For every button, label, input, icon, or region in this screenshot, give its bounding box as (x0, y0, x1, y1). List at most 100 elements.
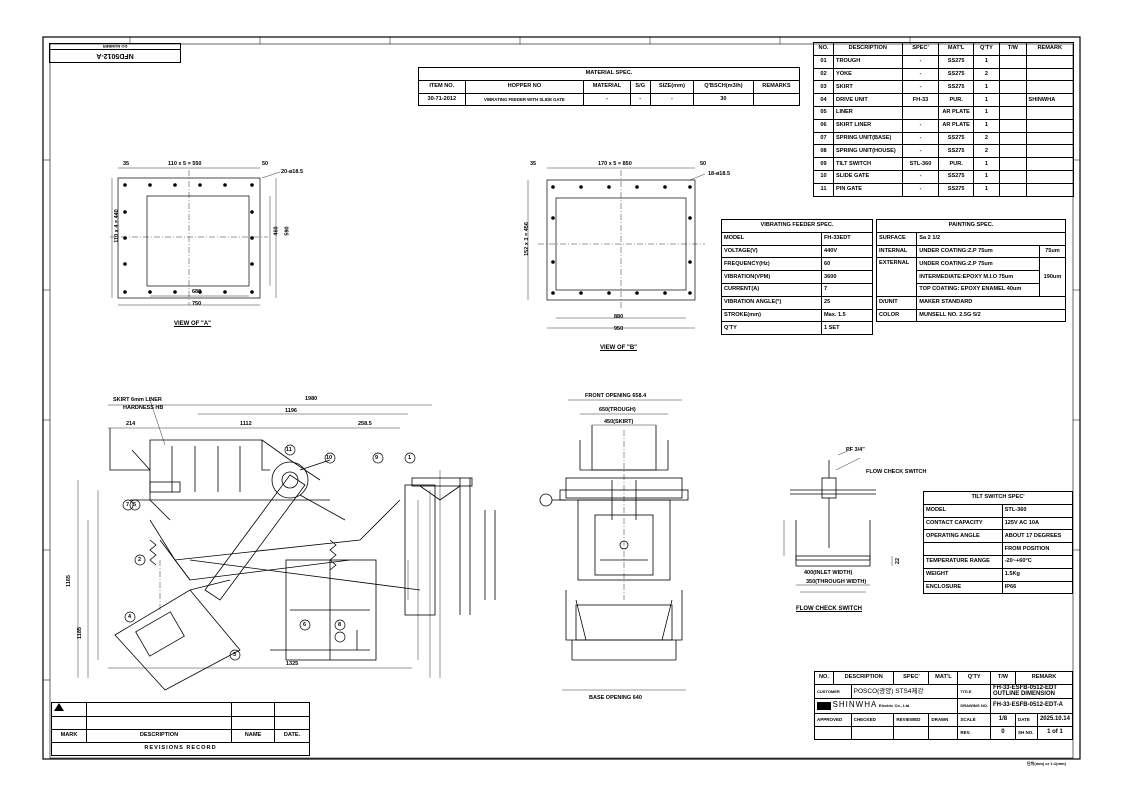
reviewed-label: REVIEWED (893, 712, 930, 727)
customer-value: POSCO(광양) STS4제강 (850, 683, 959, 699)
view-a-dim: 460 (273, 226, 280, 236)
title-block-header: SPEC' (893, 671, 930, 685)
tilt-spec-cell: -20~+60°C (1001, 554, 1074, 569)
tilt-spec-row: FROM POSITION (923, 542, 1074, 556)
balloon-number: 10 (326, 455, 333, 461)
balloon-number: 3 (233, 652, 237, 658)
parts-cell: SKIRT (833, 80, 903, 95)
rev-label: REV. (957, 725, 991, 740)
revision-header: DESCRIPTION (86, 729, 232, 743)
parts-cell (1025, 157, 1075, 171)
parts-list-table: NO. DESCRIPTION SPEC' MAT'L Q'TY T/W REM… (812, 42, 1075, 197)
parts-cell (999, 169, 1027, 184)
parts-cell: SS275 (938, 144, 974, 159)
parts-cell: DRIVE UNIT (833, 93, 903, 107)
painting-value: MAKER STANDARD (916, 295, 1066, 310)
revision-header: DATE. (274, 729, 310, 743)
parts-cell: 1 (972, 105, 1001, 120)
parts-cell: SS275 (938, 131, 974, 146)
view-b-drawing (527, 167, 705, 329)
tilt-spec-cell: FROM POSITION (1001, 542, 1074, 556)
parts-cell: 2 (972, 144, 1001, 159)
company-name: SHINWHA (832, 700, 878, 710)
feeder-spec-cell: VOLTAGE(V) (721, 244, 822, 259)
painting-label: D/UNIT (875, 295, 918, 310)
material-cell (752, 92, 801, 107)
parts-cell (1025, 105, 1075, 120)
tilt-spec-cell: WEIGHT (923, 567, 1003, 582)
parts-cell (1025, 182, 1075, 197)
flow-dim-label: 400(INLET WIDTH) (804, 570, 853, 576)
title-block-header: REMARK (1014, 671, 1074, 685)
scale-value: 1/8 (989, 712, 1016, 727)
parts-cell: 1 (972, 182, 1001, 197)
tilt-spec-cell: ABOUT 17 DEGREES (1001, 529, 1074, 544)
parts-cell: 1 (972, 54, 1001, 69)
side-view-dim: 1980 (305, 396, 318, 402)
parts-cell: SKIRT LINER (833, 118, 903, 133)
feeder-spec-title: VIBRATING FEEDER SPEC. (721, 219, 873, 233)
outer-frame (42, 36, 1081, 760)
tilt-spec-cell: MODEL (923, 503, 1003, 518)
material-header: MATERIAL (583, 79, 631, 94)
date-value: 2025.10.14 (1036, 712, 1074, 727)
painting-total: 75um (1038, 244, 1067, 259)
parts-cell: 1 (972, 157, 1001, 171)
parts-cell: 1 (972, 118, 1001, 133)
parts-cell (999, 80, 1027, 95)
side-view-dim: 1185 (76, 627, 83, 639)
company-logo-icon (817, 701, 831, 710)
parts-cell: PIN GATE (833, 182, 903, 197)
parts-cell: - (901, 67, 940, 82)
title-line-2: OUTLINE DIMENSION (992, 691, 1055, 698)
flow-switch-leader-label: FLOW CHECK SWITCH (866, 469, 927, 475)
parts-cell (999, 105, 1027, 120)
sheet-value: 1 of 1 (1036, 725, 1074, 740)
parts-cell: - (901, 131, 940, 146)
parts-cell: 06 (812, 118, 835, 133)
material-header: REMARKS (752, 79, 801, 94)
sheet-of: of (1052, 729, 1058, 736)
balloon-number: 1 (408, 455, 412, 461)
feeder-spec-row: CURRENT(A)7 (721, 282, 873, 297)
painting-spec-title: PAINTING SPEC. (876, 219, 1066, 233)
parts-cell: 02 (812, 67, 835, 82)
material-header: S/G (629, 79, 651, 94)
material-cell: 30 (692, 92, 754, 107)
front-view-dim: BASE OPENING 640 (589, 695, 642, 701)
parts-cell: LINER (833, 105, 903, 120)
tilt-spec-cell: IP66 (1001, 580, 1074, 595)
painting-value: TOP COATING: EPOXY ENAMEL 40um (916, 282, 1040, 297)
feeder-spec-cell: 7 (821, 282, 873, 297)
feeder-spec-cell: 60 (821, 257, 873, 272)
scale-label: SCALE (957, 712, 991, 727)
feeder-spec-row: VIBRATION(VPM)3600 (721, 270, 873, 284)
material-header: ITEM NO. (418, 79, 466, 94)
parts-cell: 2 (972, 131, 1001, 146)
parts-cell (999, 131, 1027, 146)
side-view-note: SKIRT 6mm LINER (113, 397, 162, 403)
parts-cell: - (901, 54, 940, 69)
view-b-dim: 152 x 3 = 456 (523, 222, 530, 256)
title-block-header: NO. (814, 671, 834, 685)
parts-cell: SLIDE GATE (833, 169, 903, 184)
view-b-dim: 35 (530, 161, 537, 167)
view-b-title: VIEW OF "B" (600, 345, 638, 351)
parts-header: Q'TY (972, 42, 1001, 56)
balloon-number: 5 (133, 502, 137, 508)
drawn-label: DRAWN (928, 712, 959, 727)
front-view-drawing (539, 399, 689, 691)
parts-cell (1025, 144, 1075, 159)
feeder-spec-cell: MODEL (721, 231, 822, 246)
tilt-spec-cell: CONTACT CAPACITY (923, 516, 1003, 531)
title-block: NO. DESCRIPTION SPEC' MAT'L Q'TY T/W REM… (813, 671, 1074, 740)
material-header: Q'BSCH(m3/h) (692, 79, 754, 94)
